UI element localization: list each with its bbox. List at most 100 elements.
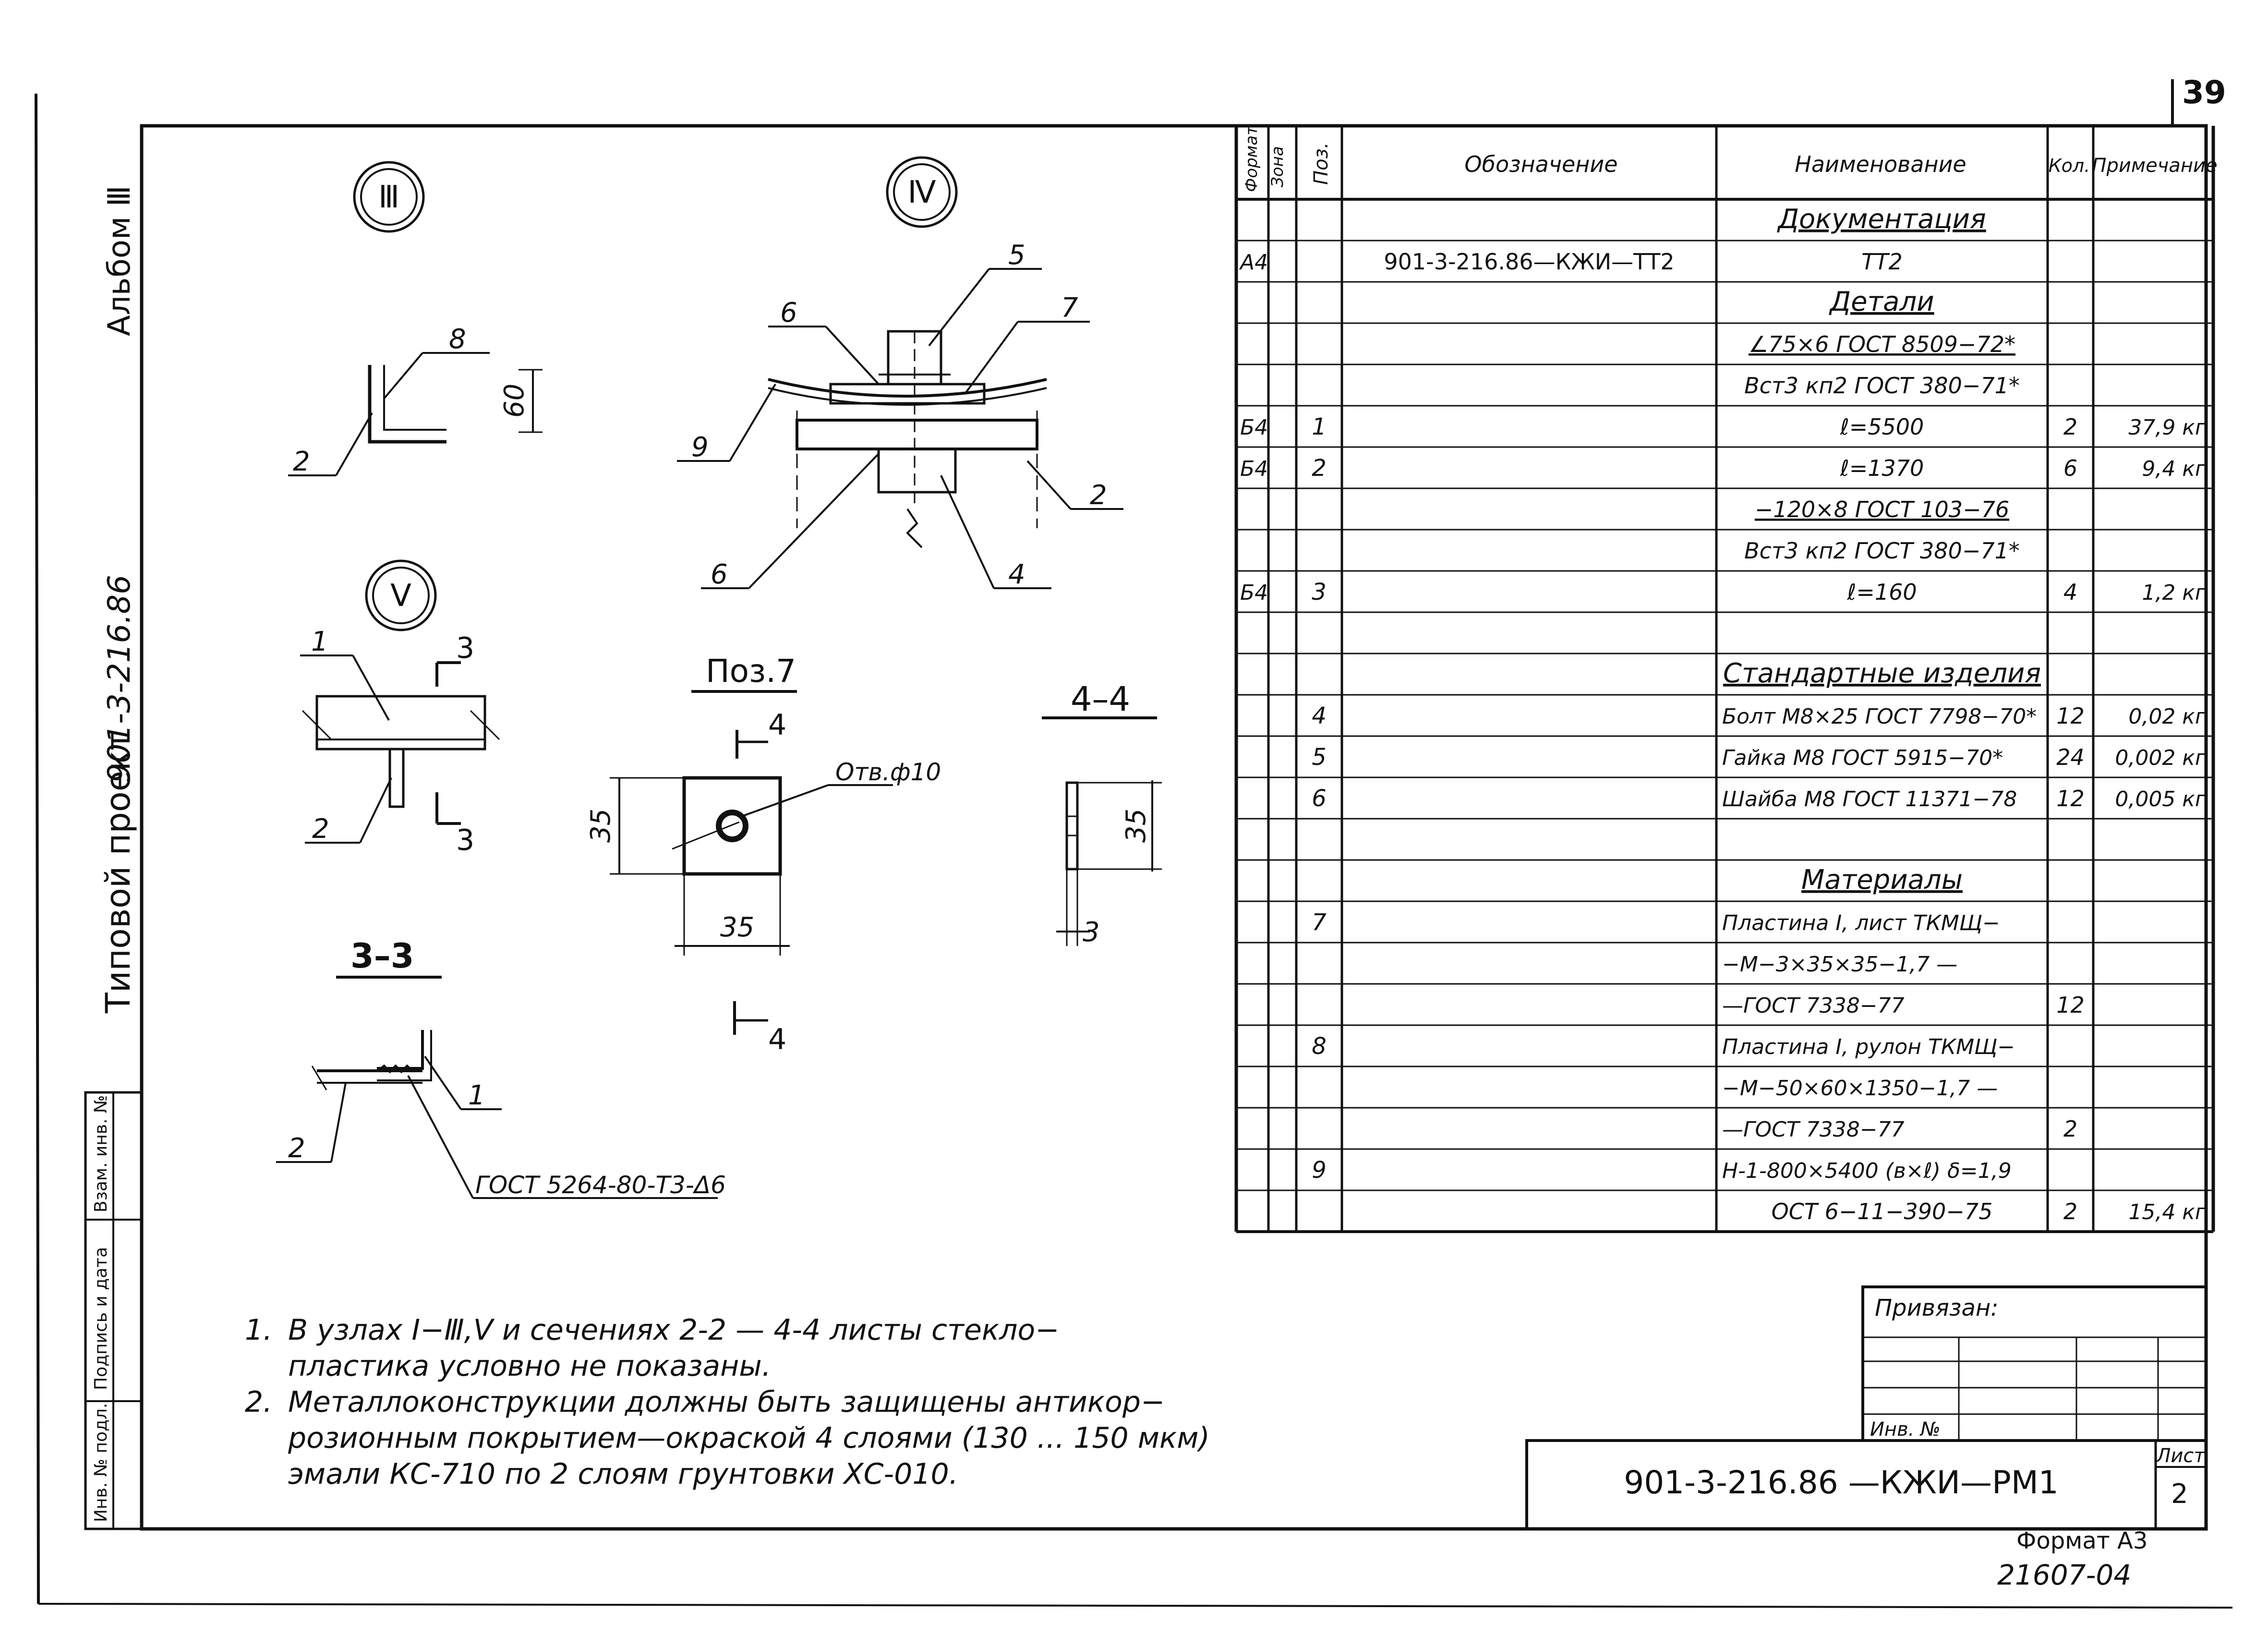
section-3-3-title: 3–3 xyxy=(350,936,414,976)
cell-note: 15,4 кг xyxy=(2128,1200,2207,1224)
section-3-3-callout-2: 2 xyxy=(288,1133,305,1164)
cell-name: Пластина Ⅰ, лист ТКМЩ− xyxy=(1722,911,2000,935)
pos7-dim-height: 35 xyxy=(585,809,616,843)
cell-section-heading: Стандартные изделия xyxy=(1723,658,2041,689)
col-header-name: Наименование xyxy=(1795,151,1966,177)
stamp-sheet-label: Лист xyxy=(2155,1445,2206,1467)
node-iv-callout-4: 4 xyxy=(1008,559,1025,590)
node-v-label: Ⅴ xyxy=(390,578,411,614)
cell-name: —ГОСТ 7338−77 xyxy=(1722,993,1905,1018)
cell-pos: 7 xyxy=(1312,909,1327,936)
col-header-note: Примечание xyxy=(2092,155,2217,177)
node-iv-callout-6-bottom: 6 xyxy=(711,559,728,590)
page-number: 39 xyxy=(2182,74,2226,111)
cell-pos: 3 xyxy=(1312,579,1327,606)
cell-name: Гайка М8 ГОСТ 5915−70* xyxy=(1722,746,2003,770)
cell-qty: 12 xyxy=(2056,992,2085,1018)
col-header-zone: Зона xyxy=(1268,146,1287,187)
node-iv-callout-9: 9 xyxy=(691,432,709,463)
note-2-line-2: розионным покрытием—окраской 4 слоями (1… xyxy=(288,1421,1210,1455)
section-4-4-drawing: 4–4 35 3 xyxy=(1042,679,1162,948)
stamp-document-code: 901-3-216.86 —КЖИ—РМ1 xyxy=(1624,1464,2059,1501)
cell-format: Б4 xyxy=(1240,415,1268,440)
cell-pos: 5 xyxy=(1312,744,1327,771)
cell-designation: 901-3-216.86—КЖИ—ТТ2 xyxy=(1384,249,1674,275)
node-iii-callout-8: 8 xyxy=(449,324,466,355)
section-3-3-weld-label: ГОСТ 5264-80-Т3-Δ6 xyxy=(475,1171,726,1199)
cell-qty: 24 xyxy=(2056,744,2085,770)
stamp-inv-label: Инв. № xyxy=(1870,1418,1941,1441)
cell-name: ОСТ 6−11−390−75 xyxy=(1772,1199,1993,1224)
general-notes: 1. В узлах Ⅰ−Ⅲ,Ⅴ и сечениях 2-2 — 4-4 ли… xyxy=(245,1313,1210,1491)
note-2-line-3: эмали КС-710 по 2 слоям грунтовки ХС-010… xyxy=(288,1457,958,1491)
note-1-number: 1. xyxy=(245,1313,272,1347)
node-iv-callout-6-top: 6 xyxy=(780,297,797,328)
cell-section-heading: Документация xyxy=(1776,204,1986,235)
left-title-strip: Альбом Ⅲ 901-3-216.86 Типовой проект xyxy=(98,185,138,1014)
section-4-4-title: 4–4 xyxy=(1071,679,1130,719)
cell-name: ∠75×6 ГОСТ 8509−72* xyxy=(1749,331,2015,357)
cell-name: Болт М8×25 ГОСТ 7798−70* xyxy=(1722,704,2037,729)
cell-qty: 2 xyxy=(2063,1116,2077,1142)
note-1-line-1: В узлах Ⅰ−Ⅲ,Ⅴ и сечениях 2-2 — 4-4 листы… xyxy=(288,1313,1059,1347)
cell-qty: 6 xyxy=(2063,455,2077,481)
cell-name: −М−3×35×35−1,7 — xyxy=(1722,952,1957,977)
cell-qty: 2 xyxy=(2063,414,2077,440)
stamp-attached-label: Привязан: xyxy=(1875,1295,1998,1321)
cell-qty: 4 xyxy=(2063,579,2077,605)
cell-name: −М−50×60×1350−1,7 — xyxy=(1722,1076,1998,1101)
pos7-section-mark-bottom: 4 xyxy=(768,1023,786,1056)
node-v-section-mark-bottom: 3 xyxy=(456,824,474,857)
cell-pos: 2 xyxy=(1312,455,1327,482)
cell-name: ℓ=160 xyxy=(1846,579,1917,605)
cell-name: Пластина Ⅰ, рулон ТКМЩ− xyxy=(1722,1035,2015,1059)
cell-pos: 6 xyxy=(1312,785,1327,812)
node-v-section-mark-top: 3 xyxy=(456,631,474,665)
section-3-3-drawing: 3–3 1 2 ГОСТ 5264-80-Т3-Δ6 xyxy=(276,936,726,1199)
cell-qty: 12 xyxy=(2056,786,2085,811)
pos7-hole-label: Отв.ф10 xyxy=(835,758,941,786)
cell-name: Вст3 кп2 ГОСТ 380−71* xyxy=(1744,373,2020,399)
cell-qty: 12 xyxy=(2056,703,2085,729)
cell-pos: 8 xyxy=(1312,1033,1327,1060)
cell-section-heading: Детали xyxy=(1828,286,1934,317)
album-label: Альбом Ⅲ xyxy=(102,185,137,336)
cell-format: Б4 xyxy=(1240,581,1268,605)
cell-name: Н-1-800×5400 (в×ℓ) δ=1,9 xyxy=(1722,1159,2012,1183)
node-iv-callout-7: 7 xyxy=(1061,292,1078,324)
cell-note: 9,4 кг xyxy=(2142,457,2207,481)
node-v-callout-1: 1 xyxy=(311,626,328,657)
cell-pos: 4 xyxy=(1312,702,1327,729)
cell-name: Вст3 кп2 ГОСТ 380−71* xyxy=(1744,538,2020,564)
col-header-format: Формат xyxy=(1242,125,1261,192)
section-4-4-dim-thickness: 3 xyxy=(1083,917,1100,948)
node-iii-drawing: Ⅲ 8 2 60 xyxy=(288,161,543,477)
col-header-designation: Обозначение xyxy=(1464,151,1617,177)
node-iii-label: Ⅲ xyxy=(378,180,399,215)
cell-name: —ГОСТ 7338−77 xyxy=(1722,1117,1905,1142)
cell-note: 0,02 кг xyxy=(2128,704,2207,729)
col-header-qty: Кол. xyxy=(2049,155,2090,176)
sheet-frame xyxy=(35,79,2233,1609)
node-v-drawing: Ⅴ 1 2 3 3 xyxy=(300,559,500,857)
signature-date-label: Подпись и дата xyxy=(91,1247,111,1390)
node-iv-callout-5: 5 xyxy=(1008,240,1025,271)
spec-grid xyxy=(1234,126,2215,1233)
cell-pos: 1 xyxy=(1312,413,1327,440)
node-iv-callout-2: 2 xyxy=(1090,480,1107,511)
node-iii-dim-60: 60 xyxy=(499,384,530,418)
handwritten-number: 21607-04 xyxy=(1997,1559,2131,1591)
project-code-handwritten: 901-3-216.86 xyxy=(102,575,137,783)
cell-name: ТТ2 xyxy=(1861,249,1902,275)
pos7-title: Поз.7 xyxy=(706,653,796,690)
inv-original-label: Инв. № подл. xyxy=(91,1403,111,1522)
project-type-label: Типовой проект xyxy=(98,731,138,1014)
note-1-line-2: пластика условно не показаны. xyxy=(288,1349,771,1383)
pos7-drawing: Поз.7 4 Отв.ф10 35 35 4 xyxy=(585,653,941,1056)
cell-note: 1,2 кг xyxy=(2142,581,2207,605)
specification-table: Формат Зона Поз. Обозначение Наименовани… xyxy=(1234,125,2218,1233)
cell-name: −120×8 ГОСТ 103−76 xyxy=(1755,497,2009,522)
cell-format: А4 xyxy=(1239,250,1268,275)
section-3-3-callout-1: 1 xyxy=(468,1080,485,1111)
